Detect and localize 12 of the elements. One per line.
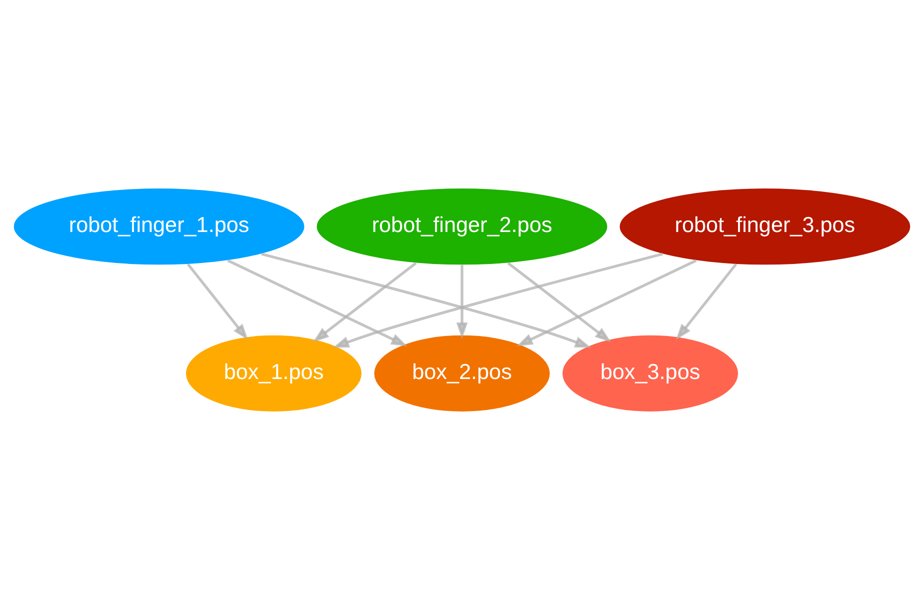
arrow xyxy=(516,258,696,346)
arrow xyxy=(186,262,248,340)
node-ellipse: robot_finger_1.pos xyxy=(13,188,304,264)
node-ellipse: robot_finger_3.pos xyxy=(619,188,910,264)
arrow xyxy=(506,261,611,342)
arrow xyxy=(312,261,416,342)
arrow xyxy=(260,252,591,348)
arrow xyxy=(332,252,662,348)
arrow xyxy=(456,264,468,338)
arrow xyxy=(675,262,737,340)
arrow xyxy=(226,258,407,346)
node-ellipse: robot_finger_2.pos xyxy=(316,188,607,264)
